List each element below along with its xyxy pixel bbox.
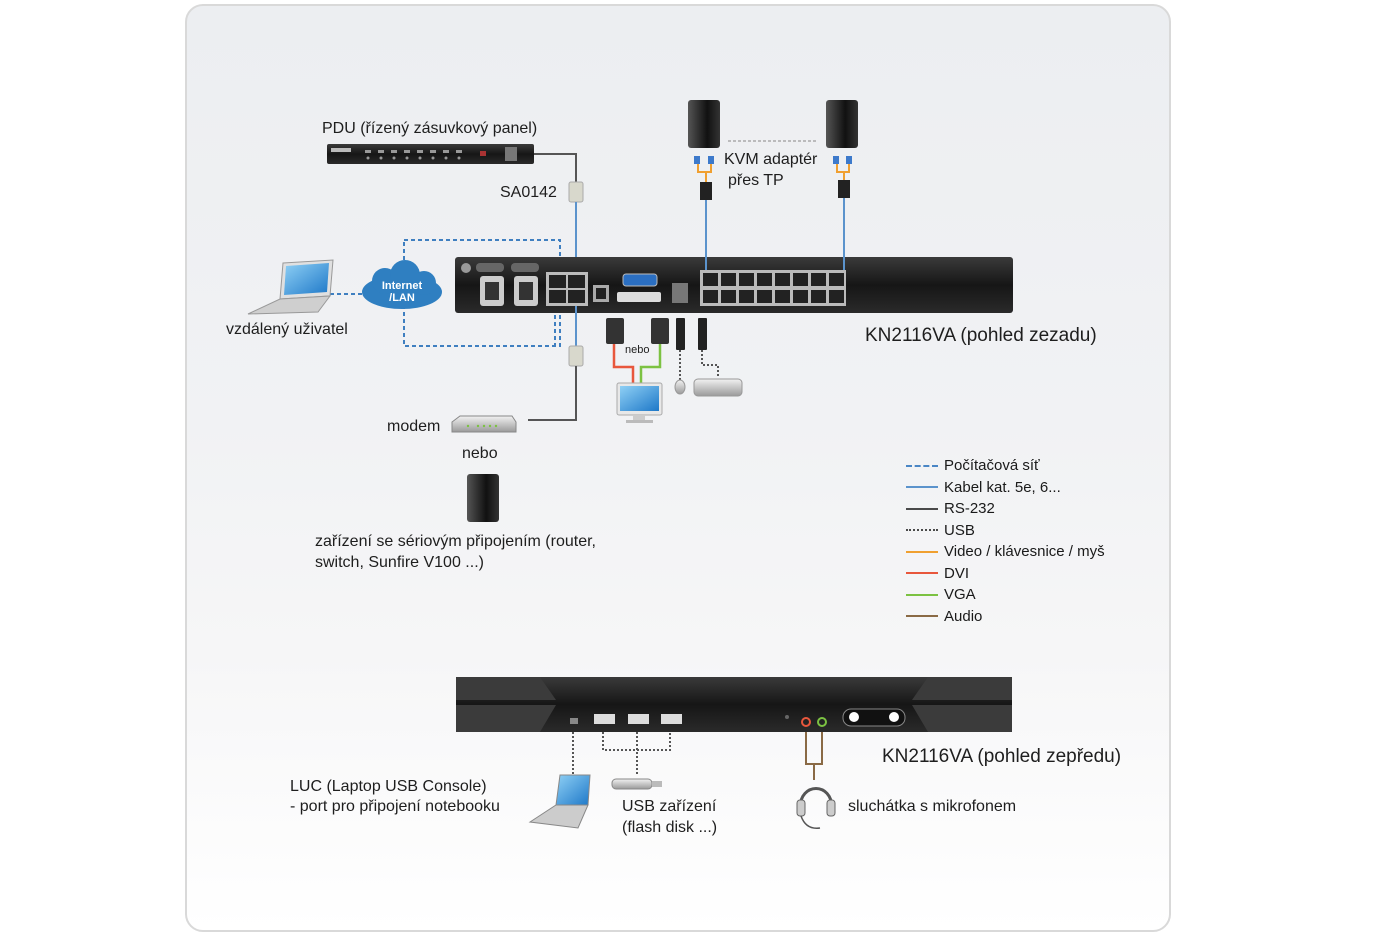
modem-label: modem <box>387 418 441 435</box>
legend-swatch <box>906 615 938 618</box>
legend-item: Video / klávesnice / myš <box>906 541 1105 563</box>
legend-item: Kabel kat. 5e, 6... <box>906 477 1105 499</box>
pdu-label: PDU (řízený zásuvkový panel) <box>322 120 538 137</box>
usb-device-label-line1: USB zařízení <box>622 798 717 815</box>
pdu-device <box>327 144 534 164</box>
kvm-adapter-2 <box>833 156 852 270</box>
kvm-adapter-label-line1: KVM adaptér <box>724 151 818 168</box>
headset-label: sluchátka s mikrofonem <box>848 798 1017 815</box>
legend-swatch <box>906 529 938 532</box>
usb-mouse-plug <box>674 318 686 395</box>
remote-laptop-icon <box>247 259 334 315</box>
vga-wire <box>639 344 662 383</box>
legend-swatch <box>906 593 938 596</box>
legend-swatch <box>906 486 938 489</box>
legend-swatch <box>906 550 938 553</box>
svg-text:/LAN: /LAN <box>389 292 415 304</box>
legend-item: RS-232 <box>906 498 1105 520</box>
legend-label: Audio <box>944 607 983 625</box>
dvi-wire <box>612 344 635 383</box>
monitor-icon <box>616 382 663 423</box>
luc-label-line1: LUC (Laptop USB Console) <box>290 778 487 795</box>
modem-icon <box>451 415 517 433</box>
internet-cloud-icon: Internet /LAN <box>362 260 442 309</box>
svg-text:Internet: Internet <box>382 280 423 292</box>
kn2116va-rear <box>455 257 1013 313</box>
front-view-label: KN2116VA (pohled zepředu) <box>882 746 1122 767</box>
legend-item: USB <box>906 520 1105 542</box>
computer-2-icon <box>826 100 858 148</box>
legend-label: Kabel kat. 5e, 6... <box>944 478 1061 496</box>
usb-flash-icon <box>611 778 662 790</box>
sa0142-adapter <box>568 181 584 203</box>
audio-wire <box>805 732 823 780</box>
legend-item: Audio <box>906 606 1105 628</box>
legend-swatch <box>906 464 938 467</box>
legend-label: Video / klávesnice / myš <box>944 543 1105 561</box>
rs232-pdu-wire <box>534 153 577 184</box>
dvi-connector <box>606 318 624 344</box>
rear-view-label: KN2116VA (pohled zezadu) <box>865 325 1097 346</box>
legend-item: DVI <box>906 563 1105 585</box>
headset-icon <box>796 787 836 829</box>
rs232-modem-wire <box>528 366 577 421</box>
legend-label: Počítačová síť <box>944 457 1040 475</box>
kn2116va-front <box>456 677 1012 732</box>
serial-device-icon <box>467 474 499 522</box>
legend-label: DVI <box>944 564 970 582</box>
serial-device-label-line2: switch, Sunfire V100 ...) <box>315 554 484 571</box>
legend-label: RS-232 <box>944 500 995 518</box>
luc-laptop-icon <box>528 774 591 829</box>
usb-device-label-line2: (flash disk ...) <box>622 819 718 836</box>
kvm-adapter-1 <box>694 156 714 270</box>
remote-user-label: vzdálený uživatel <box>226 321 348 338</box>
network-dashed-loop <box>403 239 561 347</box>
legend-label: VGA <box>944 586 976 604</box>
legend-label: USB <box>944 521 975 539</box>
legend-item: VGA <box>906 584 1105 606</box>
luc-label-line2: - port pro připojení notebooku <box>290 798 500 815</box>
legend-item: Počítačová síť <box>906 455 1105 477</box>
serial-or-label: nebo <box>462 445 498 462</box>
computer-1-icon <box>688 100 720 148</box>
monitor-or-label: nebo <box>625 344 650 356</box>
legend-swatch <box>906 507 938 510</box>
usb-keyboard-plug <box>693 318 743 397</box>
legend-swatch <box>906 572 938 575</box>
sa0142-label: SA0142 <box>500 184 557 201</box>
vga-connector <box>651 318 669 344</box>
serial-device-label-line1: zařízení se sériovým připojením (router, <box>315 533 596 550</box>
kvm-adapter-label-line2: přes TP <box>728 172 784 189</box>
